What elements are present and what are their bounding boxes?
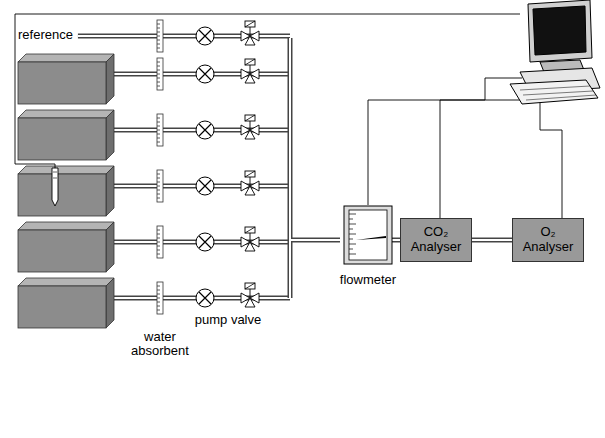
valve-symbol bbox=[241, 171, 259, 195]
sample-line bbox=[18, 166, 290, 216]
flowmeter-node: flowmeter bbox=[334, 204, 402, 287]
valve-symbol bbox=[241, 283, 259, 307]
pump-symbol bbox=[196, 289, 214, 307]
pump-symbol bbox=[196, 121, 214, 139]
sample-line bbox=[18, 278, 290, 328]
node-label: CO₂ Analyser bbox=[405, 225, 467, 255]
valve-symbol bbox=[241, 115, 259, 139]
sample-line bbox=[18, 110, 290, 160]
sample-line bbox=[18, 222, 290, 272]
sample-box bbox=[18, 110, 114, 160]
part-label: pump valve bbox=[188, 313, 268, 327]
pump-symbol bbox=[196, 233, 214, 251]
sample-box bbox=[18, 222, 114, 272]
water-absorbent-symbol bbox=[157, 20, 163, 52]
water-absorbent-symbol bbox=[157, 170, 163, 202]
sample-line bbox=[78, 20, 290, 52]
node-label: flowmeter bbox=[334, 272, 402, 287]
pump-symbol bbox=[196, 177, 214, 195]
analyser-box: CO₂ Analyser bbox=[400, 218, 472, 262]
sample-box bbox=[18, 166, 114, 216]
pump-symbol bbox=[196, 27, 214, 45]
valve-symbol bbox=[241, 21, 259, 45]
part-label: reference bbox=[18, 28, 75, 42]
gas-pipe bbox=[392, 240, 400, 241]
flowmeter-symbol bbox=[336, 204, 400, 268]
sample-box bbox=[18, 278, 114, 328]
sample-line bbox=[18, 54, 290, 104]
part-label: water absorbent bbox=[125, 330, 195, 359]
water-absorbent-symbol bbox=[157, 226, 163, 258]
node-label: O₂ Analyser bbox=[517, 225, 579, 255]
analyser-box: O₂ Analyser bbox=[512, 218, 584, 262]
sample-box bbox=[18, 54, 114, 104]
water-absorbent-symbol bbox=[157, 114, 163, 146]
water-absorbent-symbol bbox=[157, 58, 163, 90]
gas-pipe bbox=[472, 240, 512, 241]
pump-symbol bbox=[196, 65, 214, 83]
valve-symbol bbox=[241, 59, 259, 83]
valve-symbol bbox=[241, 227, 259, 251]
water-absorbent-symbol bbox=[157, 282, 163, 314]
